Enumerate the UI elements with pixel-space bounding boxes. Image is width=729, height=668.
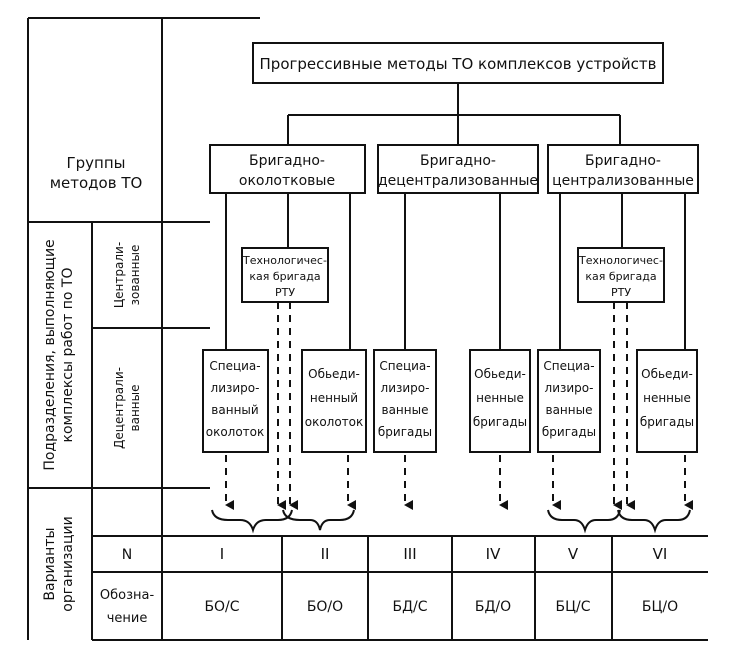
variant-1-code: БО/С — [204, 599, 239, 615]
decentralized-label: Децентрали- ванные — [112, 367, 142, 449]
unit-6-line3: бригады — [640, 415, 694, 429]
group-decentralized-line1: Бригадно- — [420, 153, 496, 169]
unit-2-line2: ненный — [310, 391, 358, 405]
variant-3-code: БД/С — [392, 599, 427, 615]
left-table: Группы методов ТО Подразделения, выполня… — [27, 17, 708, 641]
group-decentralized: Бригадно- децентрализованные — [377, 144, 539, 194]
tech-brigade-2-line1: Технологичес- — [578, 254, 663, 267]
centralized-line2: зованные — [128, 245, 142, 306]
unit-4-line1: Обьеди- — [474, 367, 526, 381]
title-connectors — [287, 83, 621, 145]
group-centralized-line2: централизованные — [552, 173, 694, 189]
group-centralized-line1: Бригадно- — [585, 153, 661, 169]
units-header-line1: Подразделения, выполняющие — [42, 239, 58, 470]
unit-6-line2: ненные — [643, 391, 691, 405]
units-header-line2: комплексы работ по ТО — [60, 268, 76, 443]
centralized-line1: Централи- — [112, 242, 126, 308]
variant-2-code: БО/О — [307, 599, 343, 615]
tech-brigade-2-line2: кая бригада — [585, 270, 656, 283]
variant-2-n: II — [321, 545, 330, 563]
group-okolotok: Бригадно- околотковые — [209, 144, 366, 194]
n-label: N — [122, 547, 132, 563]
tech-brigade-2-line3: РТУ — [611, 286, 631, 299]
tech-brigade-1-line2: кая бригада — [249, 270, 320, 283]
unit-4-line2: ненные — [476, 391, 524, 405]
variant-1-n: I — [220, 545, 224, 563]
variant-5-code: БЦ/С — [556, 599, 591, 615]
groups-header-line2: методов ТО — [50, 174, 143, 192]
unit-combined-brigades-d: Обьеди- ненные бригады — [469, 349, 531, 453]
variant-6-code: БЦ/О — [642, 599, 678, 615]
group-connectors — [225, 193, 686, 350]
tech-brigade-1: Технологичес- кая бригада РТУ — [241, 247, 329, 303]
variant-5-n: V — [568, 545, 579, 563]
unit-5-line4: бригады — [542, 425, 596, 439]
diagram-title: Прогрессивные методы ТО комплексов устро… — [260, 55, 657, 73]
dashed-arrows — [225, 302, 693, 510]
unit-3-line1: Специа- — [379, 359, 430, 373]
unit-specialized-brigades-d: Специа- лизиро- ванные бригады — [373, 349, 437, 453]
variants-header-line1: Варианты — [42, 527, 58, 600]
unit-1-line2: лизиро- — [211, 381, 260, 395]
centralized-label: Централи- зованные — [112, 242, 142, 308]
unit-specialized-brigades-c: Специа- лизиро- ванные бригады — [537, 349, 601, 453]
group-decentralized-line2: децентрализованные — [378, 173, 538, 189]
group-centralized: Бригадно- централизованные — [547, 144, 699, 194]
title-box: Прогрессивные методы ТО комплексов устро… — [252, 42, 664, 84]
variant-4-code: БД/О — [475, 599, 511, 615]
group-okolotok-line2: околотковые — [239, 173, 335, 189]
units-header: Подразделения, выполняющие комплексы раб… — [42, 239, 76, 470]
tech-brigade-1-line3: РТУ — [275, 286, 295, 299]
brackets — [211, 509, 691, 534]
designation-line2: чение — [107, 611, 148, 626]
unit-combined-brigades-c: Обьеди- ненные бригады — [636, 349, 698, 453]
unit-5-line3: ванные — [546, 403, 593, 417]
variants-table: I II III IV V VI БО/С БО/О БД/С БД/О БЦ/… — [204, 536, 678, 640]
unit-specialized-okolotok: Специа- лизиро- ванный околоток — [202, 349, 269, 453]
decentralized-line1: Децентрали- — [112, 367, 126, 449]
tech-brigade-2: Технологичес- кая бригада РТУ — [577, 247, 665, 303]
variants-header-line2: организации — [60, 516, 76, 611]
variants-header: Варианты организации — [42, 516, 76, 611]
unit-3-line2: лизиро- — [381, 381, 430, 395]
unit-5-line2: лизиро- — [545, 381, 594, 395]
variant-3-n: III — [403, 545, 416, 563]
unit-6-line1: Обьеди- — [641, 367, 693, 381]
unit-3-line3: ванные — [382, 403, 429, 417]
variant-6-n: VI — [653, 545, 668, 563]
unit-2-line3: околоток — [305, 415, 364, 429]
designation-line1: Обозна- — [100, 588, 155, 603]
group-okolotok-line1: Бригадно- — [249, 153, 325, 169]
unit-1-line4: околоток — [206, 425, 265, 439]
unit-1-line1: Специа- — [209, 359, 260, 373]
unit-5-line1: Специа- — [543, 359, 594, 373]
unit-4-line3: бригады — [473, 415, 527, 429]
unit-combined-okolotok: Обьеди- ненный околоток — [301, 349, 367, 453]
decentralized-line2: ванные — [128, 385, 142, 432]
unit-3-line4: бригады — [378, 425, 432, 439]
variant-4-n: IV — [486, 545, 501, 563]
unit-1-line3: ванный — [211, 403, 258, 417]
unit-2-line1: Обьеди- — [308, 367, 360, 381]
groups-header-line1: Группы — [66, 154, 125, 172]
tech-brigade-1-line1: Технологичес- — [242, 254, 327, 267]
